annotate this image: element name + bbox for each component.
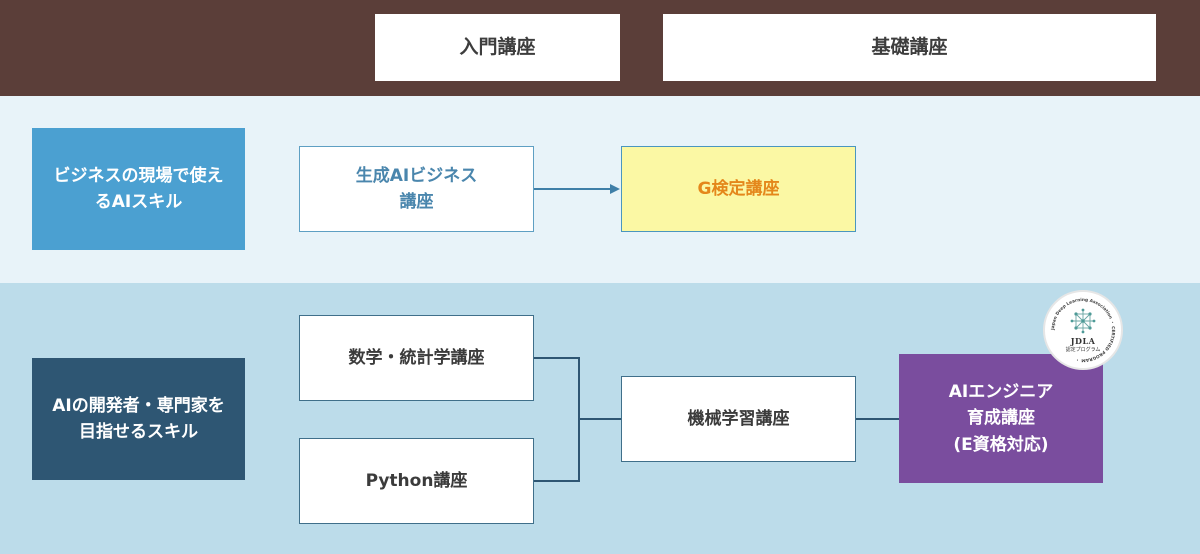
column-header-basic-label: 基礎講座 <box>871 35 948 58</box>
jdla-network-icon: Japan Deep Learning Association ・ CERTIF… <box>1050 297 1116 363</box>
column-header-intro-label: 入門講座 <box>459 35 536 58</box>
course-python[interactable]: Python講座 <box>299 438 534 524</box>
course-machine-learning-label: 機械学習講座 <box>687 408 790 429</box>
course-ai-engineer-line1: AIエンジニア <box>948 381 1054 402</box>
connector-python-to-ml <box>534 419 580 482</box>
category-business-skills: ビジネスの現場で使え るAIスキル <box>32 128 245 250</box>
course-genai-business-line2: 講座 <box>399 192 434 212</box>
course-math-statistics[interactable]: 数学・統計学講座 <box>299 315 534 401</box>
category-business-line1: ビジネスの現場で使え <box>53 165 224 186</box>
course-g-kentei[interactable]: G検定講座 <box>621 146 856 232</box>
column-header-intro: 入門講座 <box>375 14 620 81</box>
course-python-label: Python講座 <box>365 470 468 491</box>
category-business-line2: るAIスキル <box>94 192 183 212</box>
badge-title: JDLA <box>1070 336 1096 346</box>
category-developer-line1: AIの開発者・専門家を <box>52 395 225 416</box>
column-header-basic: 基礎講座 <box>663 14 1156 81</box>
course-ai-engineer[interactable]: AIエンジニア 育成講座 (E資格対応) <box>899 354 1103 483</box>
badge-subtitle: 認定プログラム <box>1065 347 1101 353</box>
course-ai-engineer-line3: (E資格対応) <box>953 434 1049 455</box>
course-math-statistics-label: 数学・統計学講座 <box>348 347 485 368</box>
course-g-kentei-label: G検定講座 <box>697 178 780 199</box>
course-machine-learning[interactable]: 機械学習講座 <box>621 376 856 462</box>
course-ai-engineer-line2: 育成講座 <box>966 408 1035 429</box>
course-genai-business[interactable]: 生成AIビジネス 講座 <box>299 146 534 232</box>
connector-math-to-ml <box>534 357 621 420</box>
category-developer-skills: AIの開発者・専門家を 目指せるスキル <box>32 358 245 480</box>
category-developer-line2: 目指せるスキル <box>78 422 198 442</box>
course-genai-business-line1: 生成AIビジネス <box>355 165 478 186</box>
jdla-certified-badge: Japan Deep Learning Association ・ CERTIF… <box>1043 290 1123 370</box>
